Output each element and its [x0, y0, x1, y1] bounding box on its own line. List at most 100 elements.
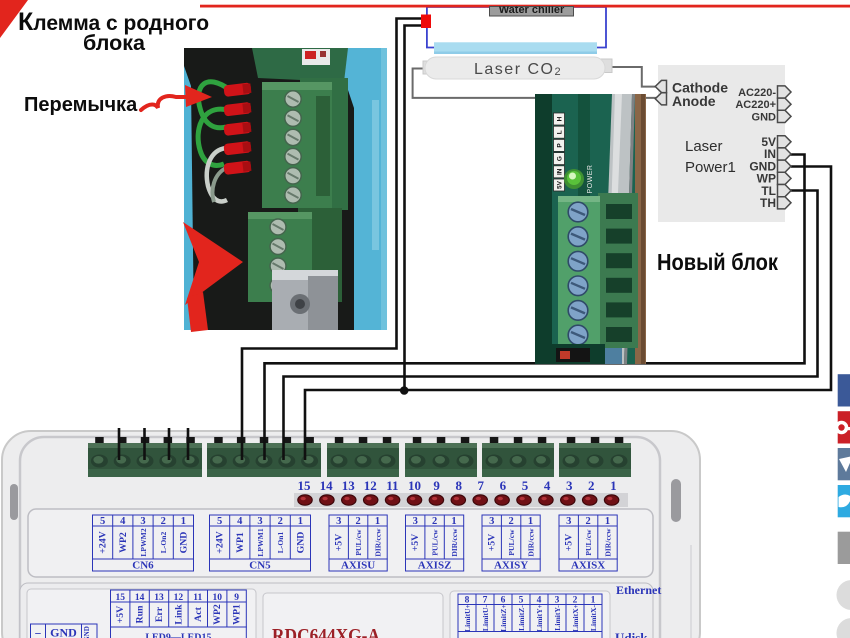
- svg-text:2: 2: [573, 595, 578, 605]
- svg-text:9: 9: [234, 593, 239, 603]
- svg-text:AXISU: AXISU: [341, 560, 375, 572]
- svg-text:2: 2: [432, 516, 437, 527]
- svg-text:LPWM2: LPWM2: [139, 528, 148, 556]
- svg-text:1: 1: [610, 478, 617, 493]
- svg-text:4: 4: [120, 516, 126, 527]
- svg-text:IN: IN: [556, 168, 563, 175]
- svg-text:11: 11: [193, 593, 202, 603]
- svg-text:Act: Act: [193, 606, 204, 621]
- svg-text:L-On2: L-On2: [159, 532, 168, 554]
- svg-text:1: 1: [528, 516, 533, 527]
- svg-text:Power1: Power1: [685, 159, 736, 176]
- svg-text:GND: GND: [83, 626, 91, 638]
- svg-text:LimitX-: LimitX-: [589, 604, 598, 631]
- svg-text:POWER: POWER: [587, 165, 594, 194]
- svg-text:AXISX: AXISX: [571, 560, 605, 572]
- svg-text:3: 3: [489, 516, 494, 527]
- svg-text:DIR/ccw: DIR/ccw: [604, 528, 613, 557]
- svg-text:WP: WP: [757, 172, 776, 186]
- svg-text:2: 2: [588, 478, 595, 493]
- svg-text:GND: GND: [295, 532, 306, 554]
- svg-text:DIR/ccw: DIR/ccw: [374, 528, 383, 557]
- svg-text:11: 11: [386, 478, 398, 493]
- svg-text:−: −: [35, 627, 42, 638]
- svg-text:4: 4: [544, 478, 551, 493]
- svg-text:3: 3: [257, 516, 262, 527]
- svg-text:Anode: Anode: [672, 93, 716, 109]
- svg-text:GND: GND: [178, 532, 189, 554]
- svg-text:Link: Link: [173, 604, 184, 625]
- svg-text:GND: GND: [50, 626, 77, 638]
- svg-text:13: 13: [154, 593, 164, 603]
- svg-text:2: 2: [355, 516, 360, 527]
- svg-text:3: 3: [566, 516, 571, 527]
- svg-text:1: 1: [591, 595, 596, 605]
- svg-text:AXISZ: AXISZ: [418, 560, 452, 572]
- svg-text:5: 5: [100, 516, 105, 527]
- svg-text:8: 8: [455, 478, 462, 493]
- svg-text:10: 10: [212, 593, 222, 603]
- svg-text:CN5: CN5: [249, 560, 271, 572]
- svg-text:Water chiller: Water chiller: [499, 4, 565, 16]
- svg-text:LimitU-: LimitU-: [481, 604, 490, 631]
- svg-text:Ethernet: Ethernet: [616, 583, 661, 597]
- svg-text:Run: Run: [135, 605, 146, 624]
- svg-text:6: 6: [501, 595, 506, 605]
- svg-text:WP1: WP1: [232, 604, 243, 625]
- svg-text:DIR/ccw: DIR/ccw: [450, 528, 459, 557]
- svg-text:Laser CO2: Laser CO2: [474, 61, 562, 78]
- svg-text:GND: GND: [749, 159, 776, 173]
- svg-text:WP2: WP2: [212, 604, 223, 625]
- svg-text:PUL/cw: PUL/cw: [584, 529, 593, 556]
- svg-text:P: P: [556, 143, 563, 148]
- svg-text:+5V: +5V: [410, 534, 421, 552]
- svg-text:1: 1: [375, 516, 380, 527]
- svg-text:блока: блока: [83, 31, 146, 55]
- svg-text:IN: IN: [764, 147, 776, 161]
- svg-text:Udisk: Udisk: [615, 630, 648, 638]
- svg-text:2: 2: [585, 516, 590, 527]
- svg-text:LED9—LED15: LED9—LED15: [145, 633, 211, 638]
- svg-text:3: 3: [566, 478, 573, 493]
- svg-text:L-On1: L-On1: [276, 532, 285, 554]
- svg-text:13: 13: [342, 478, 356, 493]
- svg-text:3: 3: [555, 595, 560, 605]
- svg-text:5V: 5V: [761, 135, 776, 149]
- svg-text:4: 4: [537, 595, 542, 605]
- svg-text:7: 7: [483, 595, 488, 605]
- svg-text:PUL/cw: PUL/cw: [354, 529, 363, 556]
- svg-text:1: 1: [298, 516, 303, 527]
- svg-text:+5V: +5V: [334, 534, 345, 552]
- svg-text:2: 2: [278, 516, 283, 527]
- svg-text:L: L: [556, 130, 563, 134]
- svg-text:12: 12: [364, 478, 377, 493]
- svg-text:LimitU+: LimitU+: [463, 604, 472, 632]
- svg-text:14: 14: [135, 593, 145, 603]
- svg-text:4: 4: [237, 516, 243, 527]
- svg-text:3: 3: [413, 516, 418, 527]
- svg-text:1: 1: [605, 516, 610, 527]
- svg-text:LimitY+: LimitY+: [535, 604, 544, 632]
- svg-text:LPWM1: LPWM1: [256, 528, 265, 556]
- svg-text:+5V: +5V: [564, 534, 575, 552]
- svg-text:+5V: +5V: [115, 606, 126, 624]
- svg-text:LimitX+: LimitX+: [571, 604, 580, 632]
- svg-text:+5V: +5V: [487, 534, 498, 552]
- svg-text:AC220+: AC220+: [735, 99, 776, 111]
- svg-text:Err: Err: [154, 606, 165, 622]
- svg-text:Laser: Laser: [685, 138, 723, 155]
- svg-text:TH: TH: [760, 196, 776, 210]
- svg-text:5: 5: [217, 516, 222, 527]
- svg-text:CN6: CN6: [132, 560, 154, 572]
- svg-text:Новый блок: Новый блок: [657, 249, 778, 275]
- svg-text:14: 14: [320, 478, 334, 493]
- svg-text:PUL/cw: PUL/cw: [507, 529, 516, 556]
- svg-text:2: 2: [508, 516, 513, 527]
- svg-text:12: 12: [174, 593, 184, 603]
- svg-text:AC220-: AC220-: [738, 87, 776, 99]
- svg-text:PUL/cw: PUL/cw: [431, 529, 440, 556]
- svg-text:5: 5: [519, 595, 524, 605]
- svg-text:H: H: [556, 116, 563, 121]
- svg-text:DIR/ccw: DIR/ccw: [527, 528, 536, 557]
- svg-text:WP2: WP2: [118, 532, 129, 553]
